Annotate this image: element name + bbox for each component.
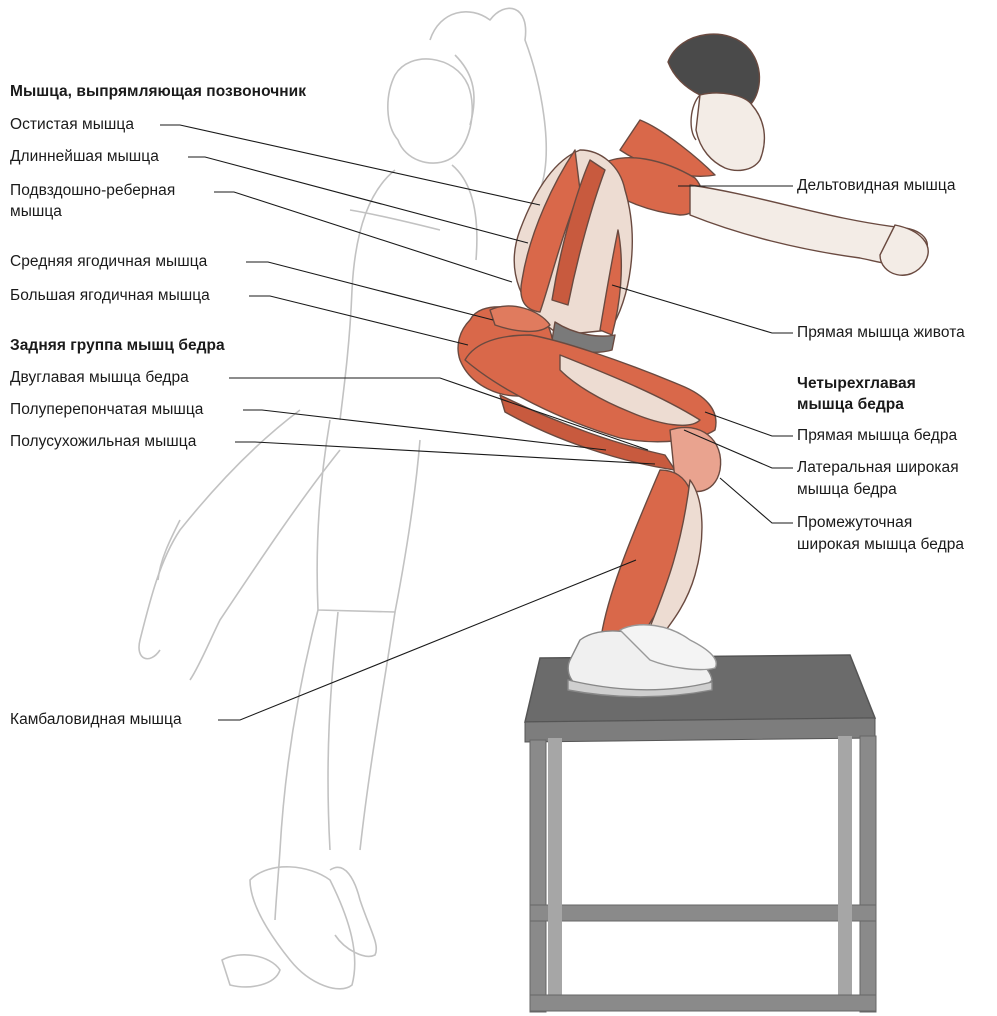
label-iliocostalis-line1: Подвздошно-реберная <box>10 180 175 202</box>
leader-rectus-femoris <box>705 412 793 436</box>
label-rectus-femoris: Прямая мышца бедра <box>797 425 957 447</box>
label-vastus-intermedius-line2: широкая мышца бедра <box>797 534 964 556</box>
leader-gluteus-medius <box>246 262 493 320</box>
leader-spinalis <box>160 125 540 205</box>
leader-rectus-abdominis <box>612 285 793 333</box>
label-vastus-lateralis-line1: Латеральная широкая <box>797 457 959 479</box>
label-soleus: Камбаловидная мышца <box>10 709 182 731</box>
label-deltoid: Дельтовидная мышца <box>797 175 956 197</box>
athlete-figure <box>458 34 928 697</box>
label-iliocostalis-line2: мышца <box>10 201 62 223</box>
label-quadriceps-header-line1: Четырехглавая <box>797 373 916 395</box>
leader-vastus-intermedius <box>720 478 793 523</box>
label-biceps-femoris: Двуглавая мышца бедра <box>10 367 189 389</box>
label-hamstrings-header: Задняя группа мышц бедра <box>10 335 225 357</box>
label-vastus-intermedius-line1: Промежуточная <box>797 512 912 534</box>
label-longissimus: Длиннейшая мышца <box>10 146 159 168</box>
label-gluteus-maximus: Большая ягодичная мышца <box>10 285 210 307</box>
leader-gluteus-maximus <box>249 296 468 345</box>
label-semimembranosus: Полуперепончатая мышца <box>10 399 203 421</box>
ghost-figure <box>139 8 546 989</box>
label-spinalis: Остистая мышца <box>10 114 134 136</box>
plyo-box <box>525 655 876 1012</box>
label-semitendinosus: Полусухожильная мышца <box>10 431 196 453</box>
leader-iliocostalis <box>214 192 512 282</box>
label-rectus-abdominis: Прямая мышца живота <box>797 322 965 344</box>
label-vastus-lateralis-line2: мышца бедра <box>797 479 897 501</box>
label-erector-header: Мышца, выпрямляющая позвоночник <box>10 81 306 103</box>
label-gluteus-medius: Средняя ягодичная мышца <box>10 251 207 273</box>
label-quadriceps-header-line2: мышца бедра <box>797 394 904 416</box>
